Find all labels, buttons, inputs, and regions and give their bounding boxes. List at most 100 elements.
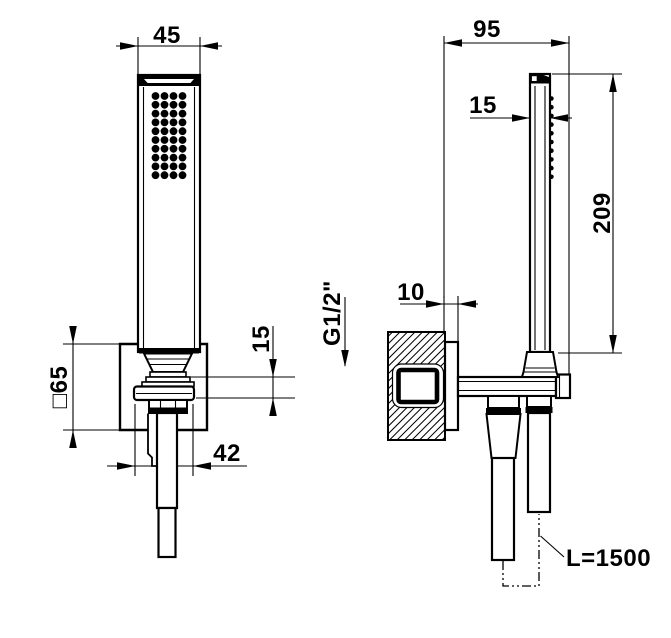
dim-holder-height-label: 15 xyxy=(248,325,275,353)
nozzle-dot xyxy=(160,144,169,153)
nozzle-bump xyxy=(549,122,554,127)
nozzle-dot xyxy=(169,153,178,162)
nozzle-dot xyxy=(160,153,169,162)
handle-end-band xyxy=(139,348,199,354)
flange-plate xyxy=(443,340,460,432)
outlet-fitting xyxy=(396,367,440,405)
handle-nub-band xyxy=(525,407,553,413)
holder-flare xyxy=(520,351,560,378)
nozzle-dot xyxy=(169,92,178,100)
spray-face-edge-nozzles xyxy=(549,96,554,180)
arm-body xyxy=(456,375,558,398)
shower-arm xyxy=(456,373,572,400)
arrowhead-left xyxy=(193,462,211,470)
nozzle-dot xyxy=(160,92,169,100)
handle-bar xyxy=(528,72,552,354)
dim-bracket-square-label: □65 xyxy=(46,366,73,409)
extension-lines xyxy=(443,36,570,376)
dim-head-width-label: 45 xyxy=(153,22,181,49)
hatch-line xyxy=(411,406,445,440)
nozzle-bump xyxy=(549,113,554,119)
thread-callout: G1/2" xyxy=(319,280,349,367)
dim-head-width: 45 xyxy=(116,22,222,74)
nozzle-dot xyxy=(169,162,178,171)
arrowhead-left xyxy=(550,114,568,122)
handshower-body xyxy=(136,73,202,354)
hose-back-edge xyxy=(147,413,158,467)
spray-nozzle-grid xyxy=(151,92,187,180)
arm-contours xyxy=(458,380,556,392)
side-view xyxy=(276,72,572,562)
arrowhead-up xyxy=(609,74,617,92)
hose-connector-tube xyxy=(155,411,179,510)
holder-funnel xyxy=(142,352,194,373)
nozzle-dot xyxy=(160,136,169,144)
nozzle-dot xyxy=(169,171,178,180)
handshower-front xyxy=(136,73,202,354)
nozzle-dot xyxy=(178,162,187,171)
thread-size-label: G1/2" xyxy=(319,280,346,346)
hatch-line xyxy=(418,413,445,440)
nozzle-dot xyxy=(169,127,178,136)
arrowhead-up xyxy=(69,430,77,448)
hose-continuation-centerline xyxy=(502,514,540,587)
nozzle-dot xyxy=(160,100,169,109)
arrowhead-left xyxy=(444,39,462,47)
nozzle-dot xyxy=(151,127,160,136)
nozzle-dot xyxy=(151,92,160,100)
nozzle-dot xyxy=(169,136,178,144)
nozzle-bump xyxy=(549,165,554,171)
arrowhead-left xyxy=(200,42,218,50)
extension-lines xyxy=(191,376,295,399)
dim-holder-width-label: 42 xyxy=(213,440,241,467)
hatch-line xyxy=(403,398,445,440)
arrowhead-down xyxy=(341,350,349,367)
neck-band xyxy=(148,407,188,414)
arrowhead-right xyxy=(120,42,138,50)
hose-length-label: L=1500 xyxy=(566,545,651,572)
nozzle-dot xyxy=(178,171,187,180)
nozzle-dot xyxy=(169,109,178,118)
extension-lines xyxy=(552,73,622,354)
leader-line xyxy=(540,535,565,558)
dim-handle-length: 209 xyxy=(552,73,622,354)
flare-lines xyxy=(523,367,557,373)
hatch-line xyxy=(388,332,445,390)
arrowhead-up xyxy=(269,398,277,416)
nozzle-dot xyxy=(151,136,160,144)
handle-contours xyxy=(534,86,546,350)
outlet-nub xyxy=(487,395,520,409)
dim-bracket-square: □65 xyxy=(46,326,120,448)
nozzle-dot xyxy=(151,109,160,118)
nozzle-dot xyxy=(151,171,160,180)
hatch-line xyxy=(388,332,416,360)
nozzle-dot xyxy=(160,162,169,171)
nozzle-dot xyxy=(160,118,169,127)
nozzle-dot xyxy=(169,144,178,153)
extension-lines xyxy=(137,37,201,74)
nozzle-dot xyxy=(178,92,187,100)
hose-cone xyxy=(485,413,522,459)
handle-nub xyxy=(526,395,552,408)
hatch-line xyxy=(388,332,431,375)
nozzle-bump xyxy=(549,96,554,101)
extension-lines xyxy=(134,404,194,476)
hatch-line xyxy=(276,331,386,441)
nozzle-dot xyxy=(178,127,187,136)
arrowhead-right xyxy=(426,300,444,308)
bracket-plate xyxy=(118,342,209,432)
body-contour-lines xyxy=(142,87,196,348)
dim-flange-depth: 10 xyxy=(397,279,478,342)
nozzle-bump xyxy=(549,157,554,162)
hose-front xyxy=(147,411,179,559)
handshower-hose-end xyxy=(525,395,553,514)
head-cap-face xyxy=(141,78,197,84)
nozzle-dot xyxy=(160,109,169,118)
handle-cap-notch xyxy=(531,75,538,82)
nozzle-dot xyxy=(151,162,160,171)
front-view xyxy=(118,73,209,559)
handle-hose-tube xyxy=(526,411,552,514)
arrowhead-right xyxy=(551,39,569,47)
dim-holder-height: 15 xyxy=(191,325,295,416)
